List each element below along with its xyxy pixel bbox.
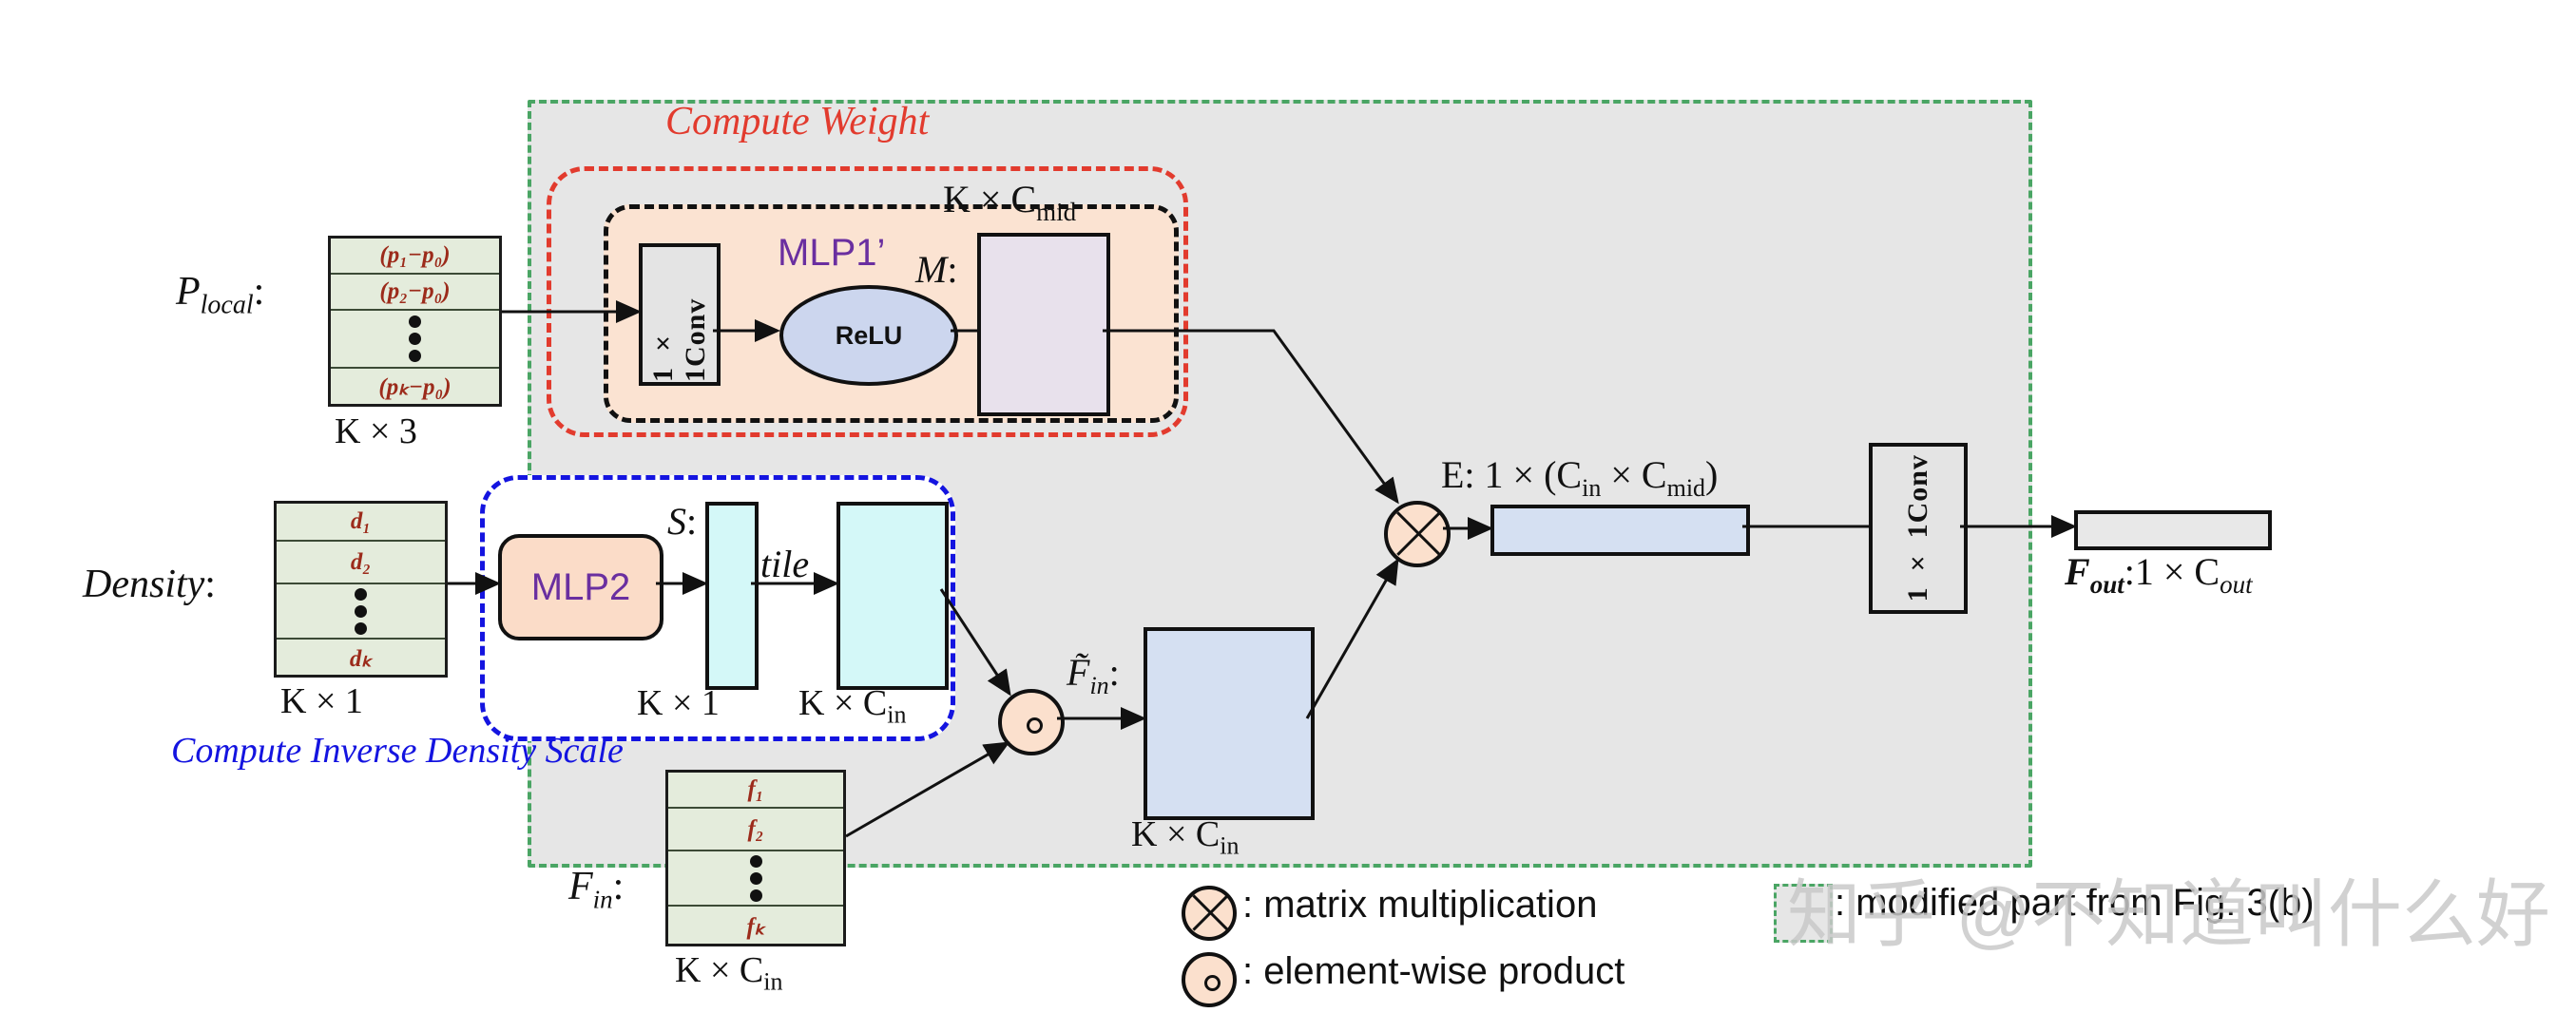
p-local-colon: : — [253, 270, 265, 314]
watermark: 知乎 @不知道叫什么好 — [1787, 872, 2550, 956]
matrix-multiplication-icon — [1384, 501, 1451, 567]
element-wise-product-icon — [998, 689, 1065, 755]
mlp1-name: MLP1’ — [778, 232, 886, 274]
m-matrix-label: M: — [915, 247, 957, 292]
density-label: Density: — [83, 561, 216, 607]
f-in-label-text: F — [568, 865, 593, 908]
p-local-row-1: (p₁−p₀) — [331, 239, 499, 275]
e-label-sub2: mid — [1666, 474, 1706, 502]
f-out-rest: :1 × C — [2124, 550, 2220, 593]
f-out-label: Fout:1 × Cout — [2065, 549, 2253, 600]
density-shape: K × 1 — [280, 681, 363, 721]
tile-label: tile — [760, 543, 810, 585]
f-in-tilde-shape-main: K × C — [1131, 814, 1221, 854]
density-matrix: d₁ d₂ dₖ — [274, 501, 448, 678]
relu-label: ReLU — [835, 320, 903, 350]
s-vector-label: S: — [667, 499, 697, 544]
f-out-block — [2074, 510, 2272, 550]
e-label-main: E: 1 × (C — [1441, 453, 1583, 496]
m-matrix-block — [977, 233, 1110, 416]
relu-block: ReLU — [779, 285, 958, 386]
density-row-2: d₂ — [277, 542, 445, 584]
m-matrix-shape: K × Cmid — [943, 177, 1076, 227]
f-out-label-text: F — [2065, 550, 2090, 593]
f-in-tilde-sub: in — [1089, 672, 1109, 699]
f-in-shape: K × Cin — [675, 949, 782, 997]
e-label-mid: × C — [1601, 453, 1667, 496]
f-in-row-2: f₂ — [668, 809, 843, 851]
f-in-tilde-label: F̃in: — [1067, 650, 1120, 700]
density-row-1: d₁ — [277, 504, 445, 542]
s-colon: : — [686, 500, 698, 543]
f-out-label-sub: out — [2089, 570, 2124, 599]
p-local-matrix: (p₁−p₀) (p₂−p₀) (pₖ−p₀) — [328, 236, 502, 407]
density-colon: : — [204, 563, 216, 606]
m-label-text: M — [915, 248, 948, 291]
legend-element-wise-product-icon — [1182, 952, 1237, 1007]
legend-green-dashdot-square-icon — [1774, 884, 1833, 943]
f-in-colon: : — [612, 865, 625, 908]
m-shape-sub: mid — [1036, 198, 1077, 226]
f-in-shape-sub: in — [763, 967, 783, 996]
final-conv-label: 1 × 1Conv — [1902, 454, 1933, 602]
density-row-k: dₖ — [349, 645, 373, 672]
f-in-row-1: f₁ — [668, 773, 843, 809]
s-label-text: S — [667, 500, 686, 543]
f-in-shape-main: K × C — [675, 950, 764, 990]
density-label-text: Density — [83, 563, 205, 606]
tile-shape-sub: in — [887, 700, 907, 729]
m-colon: : — [947, 248, 958, 291]
p-local-row-2: (p₂−p₀) — [331, 275, 499, 311]
p-local-shape: K × 3 — [335, 411, 417, 451]
e-label-close: ) — [1705, 453, 1719, 496]
compute-inverse-density-title: Compute Inverse Density Scale — [171, 731, 624, 771]
legend-modified-part-text: : modified part from Fig. 3(b) — [1835, 882, 2315, 924]
p-local-label: Plocal: — [176, 268, 264, 320]
compute-weight-region — [547, 166, 1188, 437]
e-label-sub1: in — [1582, 474, 1602, 502]
mlp1-conv-block: 1 × 1Conv — [639, 243, 721, 386]
tile-block — [836, 502, 949, 690]
p-local-label-text: P — [176, 270, 201, 314]
s-vector-shape: K × 1 — [637, 683, 720, 723]
legend-matrix-multiplication-icon — [1182, 886, 1237, 941]
f-out-rest-sub: out — [2220, 570, 2253, 599]
e-vector-block — [1490, 505, 1750, 556]
mlp2-block: MLP2 — [498, 534, 663, 640]
density-row-ellipsis — [277, 584, 445, 640]
compute-weight-title: Compute Weight — [665, 100, 930, 143]
f-in-label-sub: in — [592, 885, 613, 914]
final-conv-block: 1 × 1Conv — [1869, 443, 1968, 614]
s-vector-block — [705, 502, 759, 690]
tile-shape: K × Cin — [798, 682, 906, 730]
p-local-row-k: (pₖ−p₀) — [378, 373, 452, 400]
legend-matrix-multiplication-text: : matrix multiplication — [1242, 884, 1598, 926]
p-local-label-sub: local — [200, 290, 254, 320]
mlp1-conv-label: 1 × 1Conv — [647, 297, 711, 382]
tile-shape-main: K × C — [798, 683, 888, 723]
f-in-tilde-text: F̃ — [1067, 651, 1090, 694]
f-in-label: Fin: — [568, 863, 624, 914]
f-in-tilde-colon: : — [1108, 651, 1120, 694]
m-shape-main: K × C — [943, 178, 1037, 220]
f-in-row-k: fₖ — [746, 913, 765, 940]
mlp2-label: MLP2 — [530, 565, 631, 608]
p-local-row-ellipsis — [331, 311, 499, 369]
f-in-tilde-shape-sub: in — [1220, 831, 1240, 860]
e-vector-label: E: 1 × (Cin × Cmid) — [1441, 452, 1718, 503]
legend-element-wise-product-text: : element-wise product — [1242, 950, 1625, 992]
f-in-matrix: f₁ f₂ fₖ — [665, 770, 846, 946]
f-in-row-ellipsis — [668, 851, 843, 907]
f-in-tilde-block — [1144, 627, 1315, 820]
f-in-tilde-shape: K × Cin — [1131, 813, 1239, 861]
